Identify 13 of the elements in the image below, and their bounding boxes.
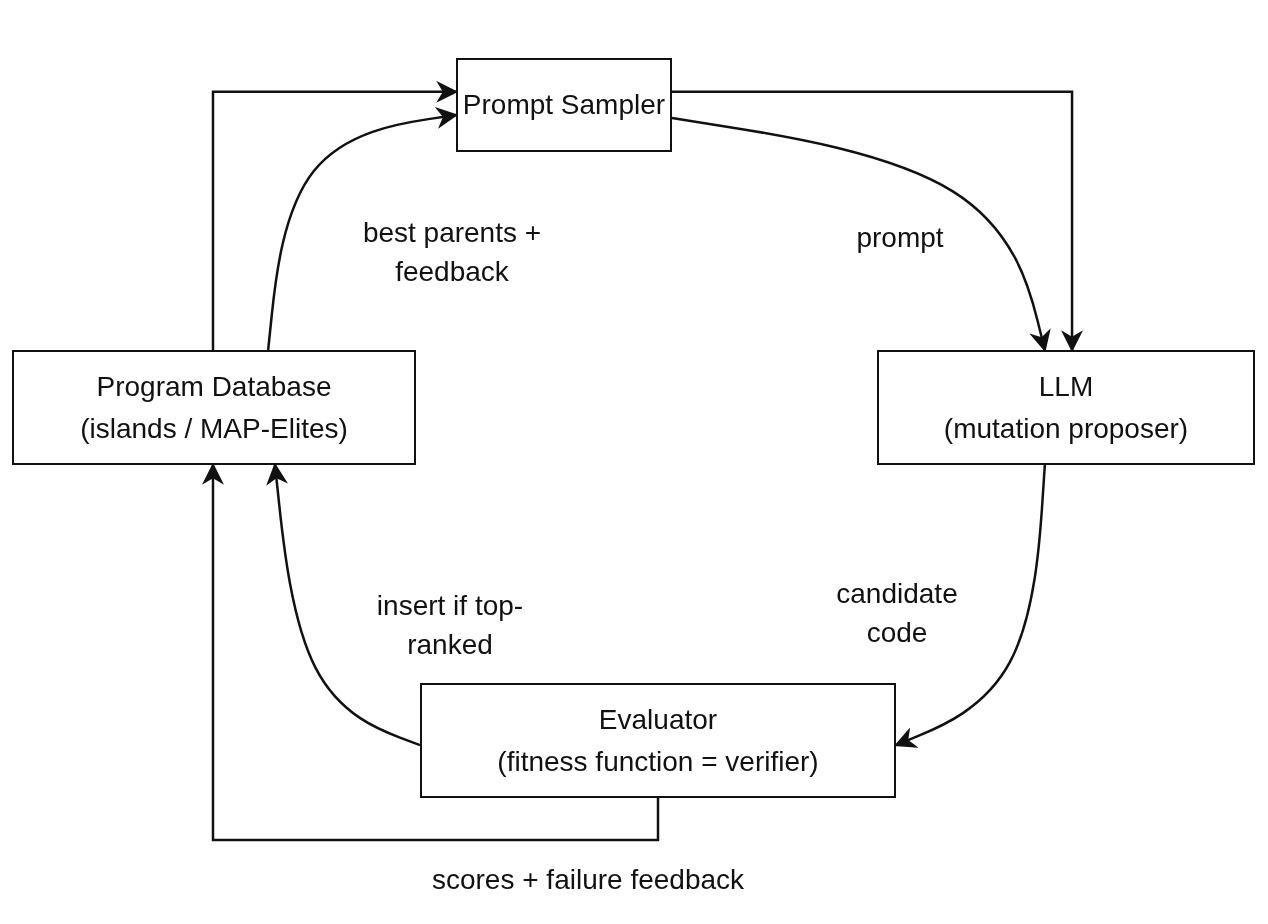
node-title: Program Database — [96, 369, 332, 404]
process-box — [877, 350, 1255, 465]
arrow — [671, 116, 1051, 353]
node-subtitle: (fitness function = verifier) — [497, 744, 819, 779]
process-box — [12, 350, 416, 465]
node-title: LLM — [1038, 369, 1094, 404]
process-box — [456, 58, 672, 152]
node-subtitle: (islands / MAP-Elites) — [80, 411, 348, 446]
node-subtitle: (mutation proposer) — [943, 411, 1189, 446]
node-title: Evaluator — [598, 702, 718, 737]
process-box — [420, 683, 896, 798]
arrow — [672, 90, 1084, 353]
node-title: Prompt Sampler — [462, 88, 666, 122]
